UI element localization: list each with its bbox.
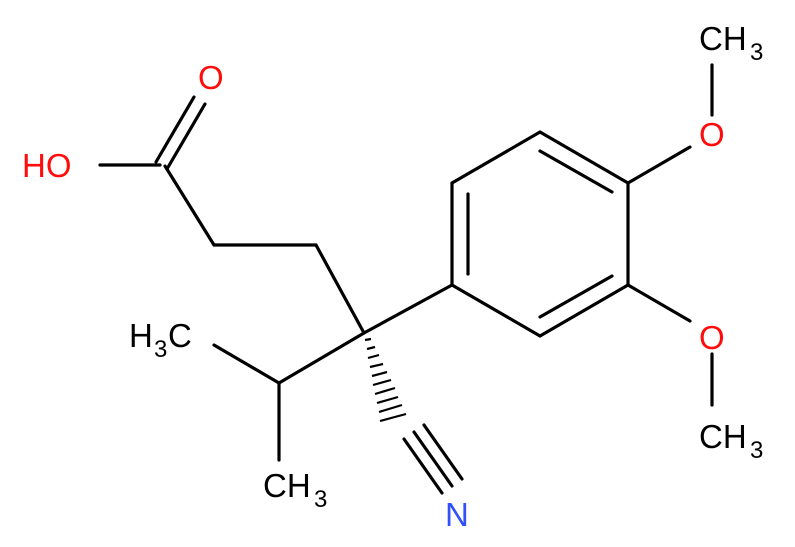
bond-c1-c2 xyxy=(163,164,216,247)
ring-bond-3-inner xyxy=(538,149,614,194)
isopropyl-left-methyl-h: H xyxy=(129,317,153,354)
methoxy-top-methyl-label: CH xyxy=(699,20,747,57)
hydroxyl-label: HO xyxy=(22,147,72,184)
ring-bond-5 xyxy=(538,283,630,338)
carbonyl-oxygen-label: O xyxy=(198,59,224,96)
methoxy-bottom-methyl-label: CH xyxy=(699,418,747,455)
hashed-wedge-bond xyxy=(364,337,407,423)
ring-bond-5-inner xyxy=(538,274,614,319)
nitrile-bond-2 xyxy=(402,437,444,495)
bond-ring-o-top xyxy=(626,145,692,185)
bond-c3-c4 xyxy=(314,243,366,335)
bond-c1-o-double-b xyxy=(154,95,196,164)
ring-bond-2 xyxy=(450,130,542,185)
methoxy-bottom-methyl-subscript: 3 xyxy=(750,437,763,464)
isopropyl-bottom-methyl-label: CH xyxy=(263,467,311,504)
methoxy-top-oxygen-label: O xyxy=(699,116,725,153)
bond-c4-aryl xyxy=(362,283,454,335)
bond-ring-o-bottom xyxy=(626,283,692,323)
bond-c1-o-double-a xyxy=(165,102,207,171)
nitrile-nitrogen-label: N xyxy=(445,496,469,533)
isopropyl-left-methyl-subscript: 3 xyxy=(154,336,167,363)
isopropyl-left-methyl-c: C xyxy=(168,317,192,354)
bond-ch-methyl-left xyxy=(212,343,281,385)
ring-bond-6 xyxy=(450,283,542,338)
bond-c4-ch xyxy=(277,331,366,385)
methoxy-bottom-oxygen-label: O xyxy=(699,319,725,356)
isopropyl-bottom-methyl-subscript: 3 xyxy=(314,486,327,513)
ring-bond-3 xyxy=(538,130,630,185)
nitrile-bond-3 xyxy=(422,423,464,481)
nitrile-bond-1 xyxy=(412,430,454,488)
methoxy-top-methyl-subscript: 3 xyxy=(750,39,763,66)
